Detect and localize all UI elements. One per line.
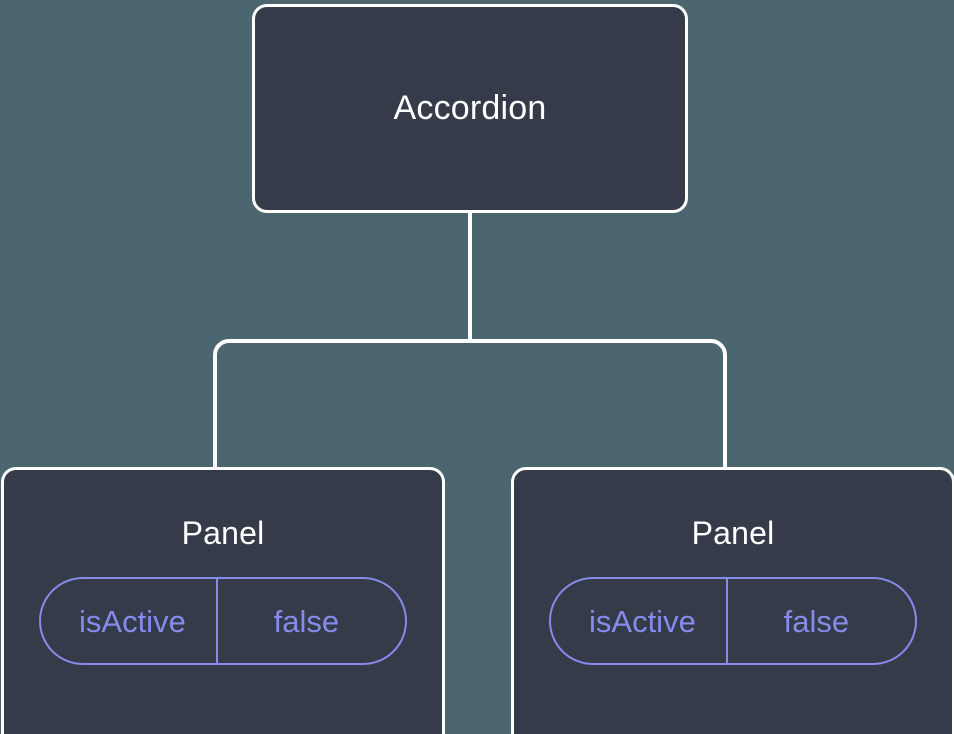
node-accordion[interactable]: Accordion (252, 4, 688, 213)
prop-badge-key: isActive (589, 603, 696, 639)
prop-badge-key: isActive (79, 603, 186, 639)
node-panel-2[interactable]: Panel isActive false (511, 467, 954, 734)
prop-badge-is-active-1[interactable]: isActive false (39, 577, 407, 666)
edge-to-right-panel (470, 339, 727, 471)
prop-badge-divider (215, 579, 218, 664)
node-panel-1-label: Panel (181, 515, 265, 551)
node-panel-1[interactable]: Panel isActive false (1, 467, 445, 734)
prop-badge-divider (725, 579, 728, 664)
edge-to-left-panel (213, 339, 470, 471)
node-panel-2-label: Panel (691, 515, 775, 551)
prop-badge-value: false (783, 603, 850, 639)
prop-badge-value: false (273, 603, 340, 639)
node-accordion-label: Accordion (393, 88, 547, 127)
prop-badge-is-active-2[interactable]: isActive false (549, 577, 917, 666)
